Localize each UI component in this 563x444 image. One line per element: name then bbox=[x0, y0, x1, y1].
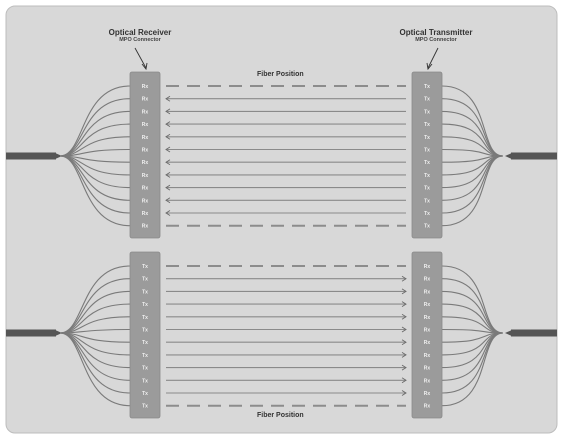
top-left-fanout-fiber bbox=[59, 85, 131, 157]
bottom-left-port-label: Tx bbox=[142, 264, 148, 270]
top-right-port-label: Tx bbox=[424, 224, 430, 230]
top-right-port-label: Tx bbox=[424, 148, 430, 154]
bottom-right-fanout-fiber bbox=[441, 265, 504, 334]
top-left-port-label: Rx bbox=[142, 160, 149, 166]
top-right-cable bbox=[511, 152, 557, 160]
top-right-port-label: Tx bbox=[424, 109, 430, 115]
top-left-port-label: Rx bbox=[142, 211, 149, 217]
top-right-port-label: Tx bbox=[424, 160, 430, 166]
bottom-left-mpo-connector bbox=[129, 251, 161, 419]
bottom-left-port-label: Tx bbox=[142, 340, 148, 346]
top-right-port-label: Tx bbox=[424, 211, 430, 217]
bottom-right-port-label: Rx bbox=[424, 404, 431, 410]
bottom-left-port-label: Tx bbox=[142, 353, 148, 359]
bottom-left-cable bbox=[6, 329, 56, 337]
top-left-port-label: Rx bbox=[142, 224, 149, 230]
optical-transmitter-label: Optical Transmitter bbox=[399, 28, 473, 37]
top-right-fanout-fiber bbox=[441, 110, 504, 157]
top-left-cable-boot bbox=[54, 152, 62, 160]
top-right-port-label: Tx bbox=[424, 198, 430, 204]
bottom-left-port-label: Tx bbox=[142, 391, 148, 397]
receiver-mpo-connector-label: MPO Connector bbox=[119, 37, 161, 43]
top-left-cable bbox=[6, 152, 56, 160]
top-left-port-label: Rx bbox=[142, 198, 149, 204]
receiver-pointer-arrow bbox=[134, 47, 147, 69]
top-right-port-label: Tx bbox=[424, 135, 430, 141]
top-right-fanout-fiber bbox=[441, 85, 504, 157]
transmitter-pointer-arrowhead bbox=[426, 62, 433, 71]
optical-transmitter-header: Optical Transmitter MPO Connector bbox=[381, 29, 491, 44]
bottom-right-port-label: Rx bbox=[424, 353, 431, 359]
bottom-left-port-label: Tx bbox=[142, 277, 148, 283]
bottom-left-port-label: Tx bbox=[142, 315, 148, 321]
bottom-right-port-label: Rx bbox=[424, 315, 431, 321]
top-left-port-label: Rx bbox=[142, 173, 149, 179]
optical-receiver-header: Optical Receiver MPO Connector bbox=[90, 29, 190, 44]
bottom-right-fanout-fiber bbox=[441, 332, 504, 407]
bottom-right-port-label: Rx bbox=[424, 328, 431, 334]
top-right-port-label: Tx bbox=[424, 186, 430, 192]
bottom-left-port-label: Tx bbox=[142, 302, 148, 308]
top-left-mpo-connector bbox=[129, 71, 161, 239]
top-right-port-label: Tx bbox=[424, 173, 430, 179]
bottom-right-port-label: Rx bbox=[424, 277, 431, 283]
top-left-port-label: Rx bbox=[142, 148, 149, 154]
bottom-left-fanout-fiber bbox=[59, 278, 131, 334]
bottom-right-mpo-connector bbox=[411, 251, 443, 419]
fiber-position-label-bottom: Fiber Position bbox=[257, 412, 304, 419]
bottom-right-port-label: Rx bbox=[424, 391, 431, 397]
bottom-left-port-label: Tx bbox=[142, 378, 148, 384]
bottom-left-fanout-fiber bbox=[59, 265, 131, 334]
bottom-right-port-label: Rx bbox=[424, 340, 431, 346]
top-right-fanout-fiber bbox=[441, 155, 504, 227]
top-left-port-label: Rx bbox=[142, 109, 149, 115]
bottom-right-cable-boot bbox=[505, 329, 513, 337]
top-left-port-label: Rx bbox=[142, 122, 149, 128]
bottom-right-port-label: Rx bbox=[424, 366, 431, 372]
top-right-fanout-fiber bbox=[441, 98, 504, 157]
top-left-port-label: Rx bbox=[142, 135, 149, 141]
bottom-right-cable bbox=[511, 329, 557, 337]
optical-receiver-label: Optical Receiver bbox=[108, 28, 172, 37]
top-right-port-label: Tx bbox=[424, 122, 430, 128]
bottom-left-fanout-fiber bbox=[59, 332, 131, 407]
bottom-left-port-label: Tx bbox=[142, 328, 148, 334]
receiver-pointer-arrowhead bbox=[141, 62, 148, 71]
bottom-left-port-label: Tx bbox=[142, 289, 148, 295]
bottom-right-port-label: Rx bbox=[424, 378, 431, 384]
top-left-port-label: Rx bbox=[142, 97, 149, 103]
fiber-position-label-top: Fiber Position bbox=[257, 71, 304, 78]
top-left-fanout-fiber bbox=[59, 155, 131, 227]
top-right-port-label: Tx bbox=[424, 84, 430, 90]
top-left-fanout-fiber bbox=[59, 98, 131, 157]
bottom-right-fanout-fiber bbox=[441, 278, 504, 334]
bottom-right-port-label: Rx bbox=[424, 302, 431, 308]
bottom-right-port-label: Rx bbox=[424, 289, 431, 295]
transmitter-mpo-connector-label: MPO Connector bbox=[415, 37, 457, 43]
transmitter-pointer-arrow bbox=[427, 47, 439, 69]
bottom-left-cable-boot bbox=[54, 329, 62, 337]
top-right-mpo-connector bbox=[411, 71, 443, 239]
top-right-cable-boot bbox=[505, 152, 513, 160]
bottom-left-port-label: Tx bbox=[142, 366, 148, 372]
bottom-right-port-label: Rx bbox=[424, 264, 431, 270]
top-left-port-label: Rx bbox=[142, 84, 149, 90]
top-right-port-label: Tx bbox=[424, 97, 430, 103]
bottom-left-port-label: Tx bbox=[142, 404, 148, 410]
top-left-port-label: Rx bbox=[142, 186, 149, 192]
